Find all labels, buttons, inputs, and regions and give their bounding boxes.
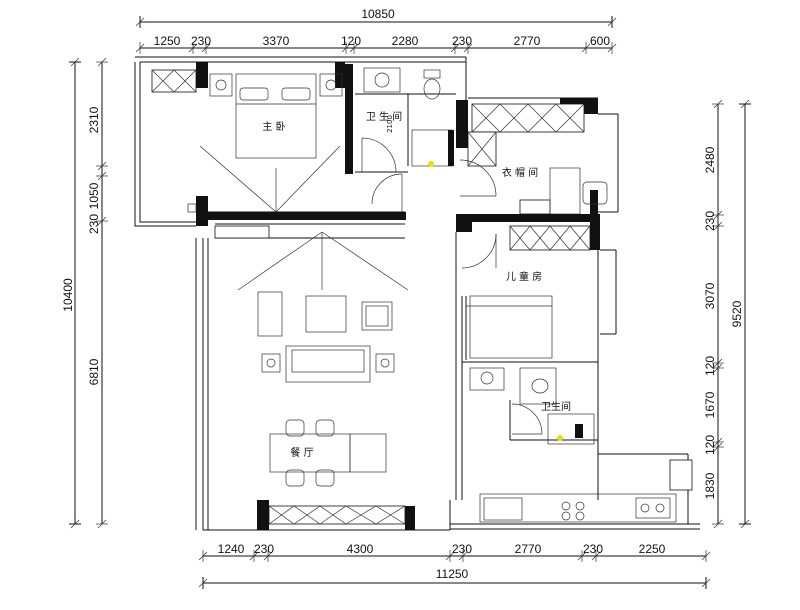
bottom-dim-4: 230 <box>452 542 472 556</box>
room-label-wardrobe: 衣 帽 间 <box>502 166 538 179</box>
bathroom-top-vertical-note: 2100 <box>386 115 394 133</box>
shower-head-icon <box>428 161 434 167</box>
top-dim-1: 1250 <box>154 34 181 48</box>
armchair-right <box>361 301 393 331</box>
sideboard <box>349 433 387 473</box>
room-label-bathroom-top: 卫 生 间 <box>366 110 402 123</box>
top-dim-7: 2770 <box>514 34 541 48</box>
bottom-dim-7: 2250 <box>639 542 666 556</box>
sofa <box>285 345 371 383</box>
left-total-dim: 10400 <box>61 278 75 312</box>
right-dim-7: 1830 <box>703 472 717 499</box>
side-table-left <box>261 353 281 373</box>
top-chain-ticks <box>135 42 617 54</box>
furniture <box>187 73 563 487</box>
bottom-chain-ticks <box>198 550 711 562</box>
side-table-right <box>375 353 395 373</box>
bottom-dim-6: 230 <box>583 542 603 556</box>
room-label-master-bedroom: 主 卧 <box>262 120 285 133</box>
top-total-dim: 10850 <box>361 7 395 21</box>
door-swing <box>459 159 497 197</box>
room-label-kids-room: 儿 童 房 <box>506 270 542 283</box>
right-dim-2: 230 <box>703 211 717 231</box>
left-dim-2: 230 <box>87 214 101 234</box>
walls <box>134 56 700 531</box>
door-swing <box>511 403 543 435</box>
right-dimensions: 2480 230 3070 120 1670 120 1830 9520 <box>703 99 751 529</box>
door-swing <box>371 173 403 205</box>
coffee-table <box>305 295 347 333</box>
right-total-dim: 9520 <box>730 300 744 327</box>
bed <box>235 73 317 159</box>
top-dim-2: 230 <box>191 34 211 48</box>
room-labels: 主 卧 卫 生 间 2100 衣 帽 间 儿 童 房 卫生间 餐 厅 <box>262 110 571 459</box>
right-chain-ticks <box>712 99 724 529</box>
top-dim-8: 600 <box>590 34 610 48</box>
armchair-left <box>257 291 283 337</box>
dining-chair <box>315 419 335 437</box>
left-dimensions: 10400 2310 230 1050 6810 <box>61 57 108 529</box>
left-dim-4: 6810 <box>87 358 101 385</box>
bottom-total-dim: 11250 <box>436 567 469 581</box>
left-chain-ticks <box>96 57 108 529</box>
top-dim-3: 3370 <box>263 34 290 48</box>
dining-chair <box>285 469 305 487</box>
bottom-dim-3: 4300 <box>347 542 374 556</box>
room-label-dining: 餐 厅 <box>290 446 313 459</box>
dining-chair <box>315 469 335 487</box>
top-dimensions: 10850 1250 230 3370 120 2280 230 2770 60… <box>135 7 617 54</box>
top-dim-4: 120 <box>341 34 361 48</box>
left-dim-3: 1050 <box>87 182 101 209</box>
top-dim-5: 2280 <box>392 34 419 48</box>
bottom-dim-5: 2770 <box>515 542 542 556</box>
bottom-dim-1: 1240 <box>218 542 245 556</box>
room-label-bathroom-bottom: 卫生间 <box>541 400 571 413</box>
right-dim-6: 120 <box>703 435 717 455</box>
right-dim-4: 120 <box>703 356 717 376</box>
bottom-dim-2: 230 <box>254 542 274 556</box>
right-dim-3: 3070 <box>703 282 717 309</box>
nightstand-left <box>209 73 233 97</box>
door-swing <box>461 233 497 269</box>
left-dim-1: 2310 <box>87 106 101 133</box>
top-dim-6: 230 <box>452 34 472 48</box>
bottom-dimensions: 1240 230 4300 230 2770 230 2250 11250 <box>198 542 711 589</box>
right-dim-1: 2480 <box>703 146 717 173</box>
door-swing <box>361 137 397 173</box>
right-dim-5: 1670 <box>703 391 717 418</box>
shower-head-icon <box>557 435 563 441</box>
nightstand-right <box>319 73 343 97</box>
dining-chair <box>285 419 305 437</box>
